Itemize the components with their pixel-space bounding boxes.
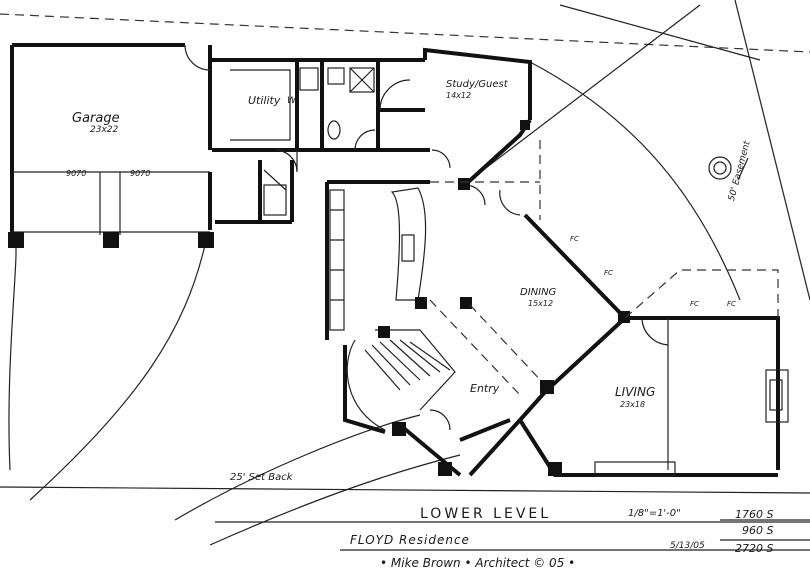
fc-mark: FC: [570, 235, 579, 243]
area-sum-lines: [720, 519, 810, 541]
shower: [349, 67, 375, 93]
room-label-garage: Garage: [72, 112, 120, 125]
stair-post: [378, 326, 390, 338]
room-size-study: 14x12: [446, 91, 472, 100]
tree-symbol: [708, 156, 732, 180]
entry-door: [459, 418, 522, 477]
counter-divisions: [330, 209, 344, 301]
shower-x: [349, 67, 375, 93]
area-value: 2720: [735, 542, 763, 555]
easement-arrow: [737, 157, 749, 181]
hall-door-swing-2: [499, 189, 521, 216]
area-value: 1760: [735, 508, 763, 521]
setback-label: 25' Set Back: [230, 472, 293, 483]
fc-mark: FC: [727, 300, 736, 308]
area-value: 960: [742, 524, 763, 537]
easement-arc: [529, 61, 741, 301]
area-row: 960 S: [742, 525, 773, 536]
living-wall-diagonal: [518, 316, 627, 422]
garage-name: Garage: [72, 111, 120, 126]
fc-mark: FC: [604, 269, 613, 277]
area-unit: S: [766, 542, 774, 555]
room-label-living: LIVING: [615, 385, 656, 399]
wall-post: [458, 178, 470, 190]
utility-door-swing: [274, 149, 298, 173]
stair-treads: [364, 339, 451, 391]
walkway-curve-2: [209, 454, 461, 546]
setback-line: [0, 486, 810, 494]
sink: [327, 67, 345, 85]
toilet: [327, 120, 341, 140]
laundry-counter: [230, 69, 291, 141]
fc-mark: FC: [690, 300, 699, 308]
area-unit: S: [766, 524, 774, 537]
room-label-entry: Entry: [470, 382, 500, 395]
garage-post: [198, 232, 214, 248]
study-door-swing: [431, 149, 451, 169]
cooktop: [401, 234, 415, 262]
property-line-right: [734, 0, 810, 301]
living-ceiling-outline: [624, 269, 779, 319]
garage-door-swing: [184, 44, 211, 71]
dining-post: [460, 297, 472, 309]
living-post: [548, 462, 562, 476]
window-seat: [594, 461, 676, 477]
area-row: 1760 S: [735, 509, 773, 520]
study-closet-door: [379, 79, 411, 111]
stair-wall: [343, 345, 386, 434]
entry-post: [438, 462, 452, 476]
bench: [263, 184, 287, 216]
door-label: 9070: [66, 169, 87, 178]
dining-diagonal-2: [429, 299, 521, 396]
room-size-dining: 15x12: [528, 299, 554, 308]
room-label-study: Study/Guest: [446, 79, 508, 90]
level-title: LOWER LEVEL: [420, 506, 552, 522]
room-label-utility: Utility: [248, 94, 281, 107]
easement-line: [469, 4, 701, 181]
garage-apron-curve: [8, 239, 17, 471]
door-label: 9070: [130, 169, 151, 178]
driveway-curve-left: [29, 244, 206, 501]
room-size-garage: 23x22: [90, 125, 119, 135]
fireplace-hearth: [769, 379, 783, 411]
garage-door-divider: [99, 172, 121, 235]
kitchen-post: [415, 297, 427, 309]
tree-symbol-inner: [713, 161, 727, 175]
kitchen-island: [390, 187, 427, 301]
living-post: [540, 380, 554, 394]
drawing-date: 5/13/05: [670, 541, 705, 551]
bath-fixture: [299, 67, 319, 91]
room-label-dining: DINING: [520, 287, 557, 298]
area-row: 2720 S: [735, 543, 773, 554]
dining-window-wall: [523, 213, 627, 320]
wall-post: [520, 120, 530, 130]
utility-washer-mark: W: [287, 96, 296, 106]
stair-curve: [346, 339, 386, 431]
walkway-curve-1: [174, 414, 421, 521]
fireplace: [765, 369, 789, 423]
entry-door-swing: [429, 409, 451, 431]
garage-post: [103, 232, 119, 248]
study-closet: [376, 62, 425, 150]
entry-post: [392, 422, 406, 436]
room-size-living: 23x18: [620, 400, 646, 409]
dining-diagonal: [469, 304, 546, 386]
kitchen-counter: [329, 189, 345, 331]
drawing-scale: 1/8"=1'-0": [628, 508, 681, 519]
stair-outline: [375, 329, 456, 411]
study-wall-top: [423, 47, 532, 120]
architect-credit: • Mike Brown • Architect © 05 •: [380, 556, 576, 570]
area-unit: S: [766, 508, 774, 521]
lot-corner-line: [559, 4, 761, 61]
property-line-top: [0, 13, 810, 53]
living-door-swing: [641, 319, 669, 346]
closet-walls: [258, 160, 294, 222]
project-name: FLOYD Residence: [350, 533, 470, 547]
closet-door: [263, 169, 287, 191]
garage-post: [8, 232, 24, 248]
bath-door-swing: [354, 129, 376, 151]
